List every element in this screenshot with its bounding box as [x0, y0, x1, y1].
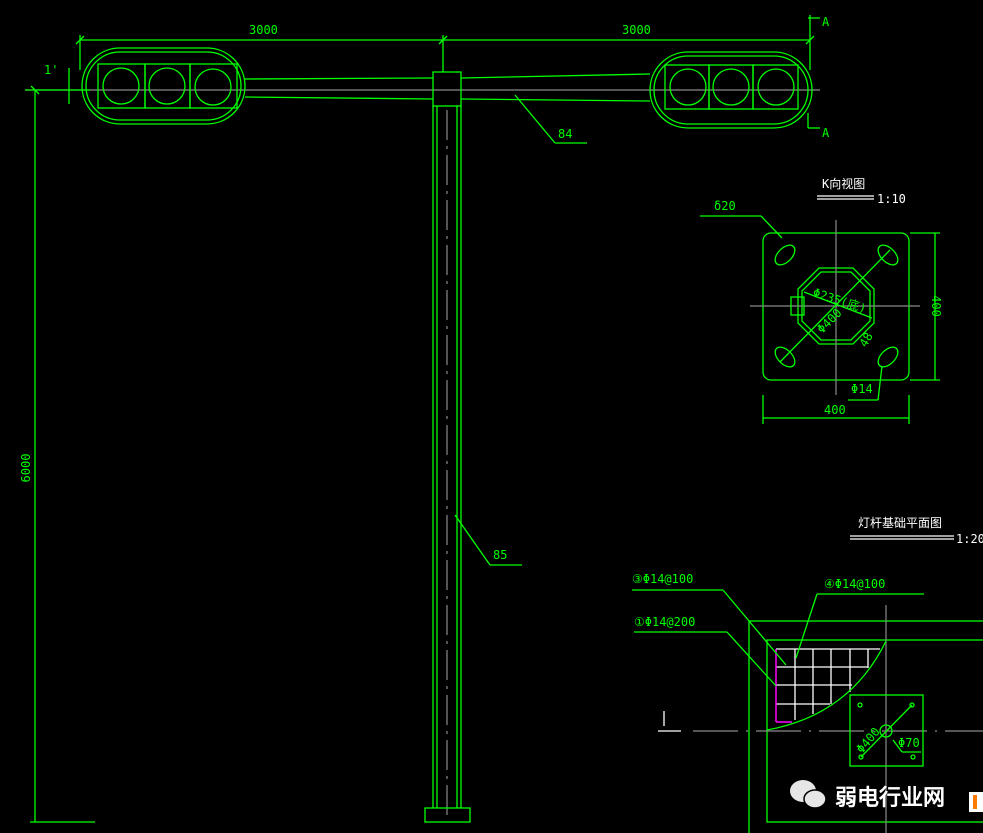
pole-base	[424, 807, 471, 823]
wechat-icon	[790, 780, 827, 809]
pole	[424, 106, 471, 823]
bolt-slot	[877, 346, 899, 368]
plate-thickness-label: δ20	[714, 199, 736, 213]
bolt-slot	[774, 346, 796, 368]
signal-lamp	[194, 68, 232, 106]
watermark-text: 弱电行业网	[835, 785, 945, 811]
signal-lamp	[712, 68, 750, 106]
height-dimension: 6000	[19, 85, 95, 823]
section-label-top: A	[822, 15, 830, 29]
k-view-title: K向视图	[822, 176, 865, 191]
bolt-slot	[877, 244, 899, 266]
pole-top-joint	[432, 71, 462, 107]
section-label-bottom: A	[822, 126, 830, 140]
anchor-plate	[849, 694, 924, 767]
rebar-1-label: ①Φ14@200	[634, 615, 695, 629]
dim-left-arm: 3000	[249, 23, 278, 37]
dim-height: 6000	[19, 454, 33, 483]
pole-label: 85	[493, 548, 507, 562]
top-dimension: 3000 3000	[75, 15, 815, 72]
plate-height-label: 400	[929, 295, 943, 317]
watermark: 弱电行业网	[790, 780, 983, 812]
signal-lamp	[757, 68, 795, 106]
rebar-4-label: ④Φ14@100	[824, 577, 885, 591]
foundation-plan: 灯杆基础平面图 1:20 1 Φ400	[632, 516, 983, 833]
bolt-holes	[774, 244, 899, 368]
arm-leader: 84	[514, 94, 587, 144]
k-view-scale: 1:10	[877, 192, 906, 206]
section-mark-a: A A	[807, 15, 830, 140]
rebar-3-label: ③Φ14@100	[632, 572, 693, 586]
rebar-grid	[766, 640, 887, 731]
arm-label: 84	[558, 127, 572, 141]
small-dim-label: 1'	[44, 63, 58, 77]
slot-label: 48	[856, 330, 875, 350]
hole-label: Φ14	[851, 382, 873, 396]
pole-leader: 85	[454, 514, 522, 566]
center-hole-label: Φ70	[898, 736, 920, 750]
bolt-slot	[774, 244, 796, 266]
pole-octagon	[797, 267, 875, 345]
signal-lamp	[102, 67, 140, 105]
plate-width-label: 400	[824, 403, 846, 417]
k-view: K向视图 1:10 Φ235(底) Φ400 48 δ20 Φ14 400	[700, 176, 943, 424]
foundation-title: 灯杆基础平面图	[858, 516, 942, 530]
cross-arm	[244, 71, 651, 107]
dim-right-arm: 3000	[622, 23, 651, 37]
signal-lamp	[148, 67, 186, 105]
bolt-circle-label: Φ400	[814, 306, 844, 336]
signal-lamp	[669, 68, 707, 106]
anchor-bolt-circle: Φ400	[854, 725, 883, 756]
right-signal-head	[649, 51, 813, 129]
foundation-scale: 1:20	[956, 532, 983, 546]
left-signal-head	[81, 47, 246, 125]
